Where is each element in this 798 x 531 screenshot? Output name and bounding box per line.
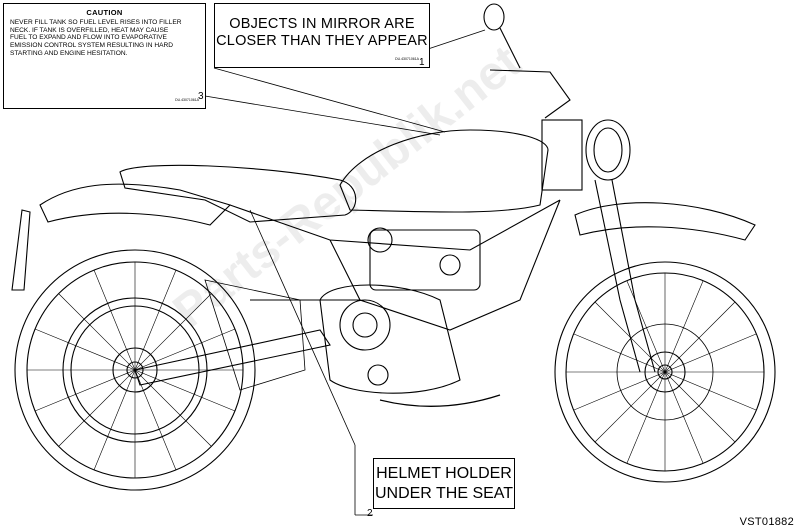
mirror-part-code: DU.43071061A (395, 57, 419, 61)
fuel-tank (339, 129, 549, 213)
callout-number: 1 (419, 57, 425, 68)
handlebar (489, 69, 571, 119)
caution-part-code: DU.43071061A (175, 98, 199, 102)
caution-fuel-label: CAUTION NEVER FILL TANK SO FUEL LEVEL RI… (3, 3, 206, 109)
swingarm (134, 329, 331, 386)
caution-line: STARTING AND ENGINE HESITATION. (10, 49, 128, 57)
caution-text: NEVER FILL TANK SO FUEL LEVEL RISES INTO… (10, 19, 199, 58)
engine (319, 227, 481, 394)
callout-number: 2 (367, 508, 373, 519)
front-fork (594, 179, 656, 373)
helmet-line: HELMET HOLDER (376, 465, 512, 482)
front-wheel (554, 261, 776, 483)
helmet-line: UNDER THE SEAT (374, 485, 514, 502)
mirror-line: CLOSER THAN THEY APPEAR (216, 33, 428, 49)
mirror-line: OBJECTS IN MIRROR ARE (229, 16, 415, 32)
caution-line: EMISSION CONTROL SYSTEM RESULTING IN HAR… (10, 42, 174, 50)
mirror (483, 3, 505, 31)
seat (119, 164, 357, 223)
callout-number: 3 (198, 91, 204, 102)
caution-line: NECK. IF TANK IS OVERFILLED, HEAT MAY CA… (10, 26, 169, 34)
frame (229, 199, 561, 331)
caution-line: FUEL TO EXPAND AND FLOW INTO EVAPORATIVE (10, 34, 167, 42)
rear-fender (39, 183, 232, 226)
headlight (541, 119, 631, 191)
caution-line: NEVER FILL TANK SO FUEL LEVEL RISES INTO… (10, 19, 182, 26)
helmet-holder-label: HELMET HOLDER UNDER THE SEAT (373, 458, 515, 509)
caution-title: CAUTION (86, 8, 123, 17)
front-fender (574, 202, 756, 241)
mirror-warning-label: OBJECTS IN MIRROR ARE CLOSER THAN THEY A… (214, 3, 430, 68)
drawing-code: VST01882 (739, 516, 794, 528)
exhaust (379, 394, 501, 407)
